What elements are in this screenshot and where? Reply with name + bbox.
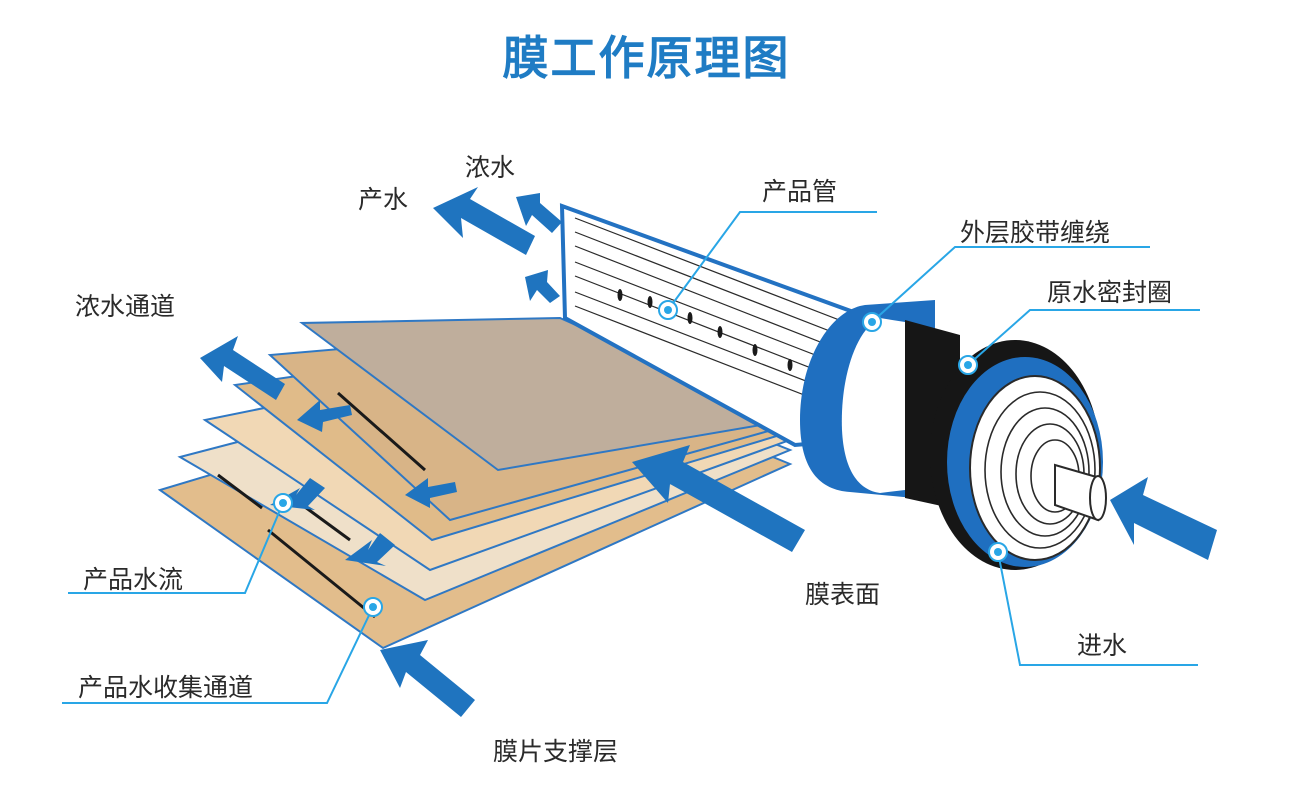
- label-product-tube: 产品管: [762, 177, 838, 206]
- support-layer-arrow: [380, 640, 475, 717]
- concentrate-out-arrow: [516, 193, 562, 233]
- concentrate-channel-arrow: [200, 336, 285, 400]
- page-title: 膜工作原理图: [502, 31, 791, 85]
- product-water-out-arrow: [433, 187, 535, 255]
- membrane-sheets: [157, 316, 794, 650]
- label-product-water: 产水: [358, 185, 409, 214]
- leader-lines: [62, 211, 1200, 704]
- label-product-water-flow: 产品水流: [83, 565, 184, 594]
- label-feed-water: 进水: [1077, 631, 1128, 660]
- label-membrane-support-layer: 膜片支撑层: [493, 737, 619, 766]
- label-product-collection-channel: 产品水收集通道: [78, 673, 254, 702]
- membrane-surface-arrow: [632, 445, 805, 552]
- flow-arrows: [200, 187, 1217, 717]
- feed-water-arrow: [1110, 477, 1217, 560]
- label-concentrate-water: 浓水: [465, 153, 516, 182]
- label-concentrate-channel: 浓水通道: [75, 292, 176, 321]
- membrane-cylinder: [800, 300, 1107, 570]
- label-outer-tape-wrap: 外层胶带缠绕: [960, 218, 1111, 247]
- label-membrane-surface: 膜表面: [805, 580, 881, 609]
- label-raw-water-seal: 原水密封圈: [1047, 278, 1173, 307]
